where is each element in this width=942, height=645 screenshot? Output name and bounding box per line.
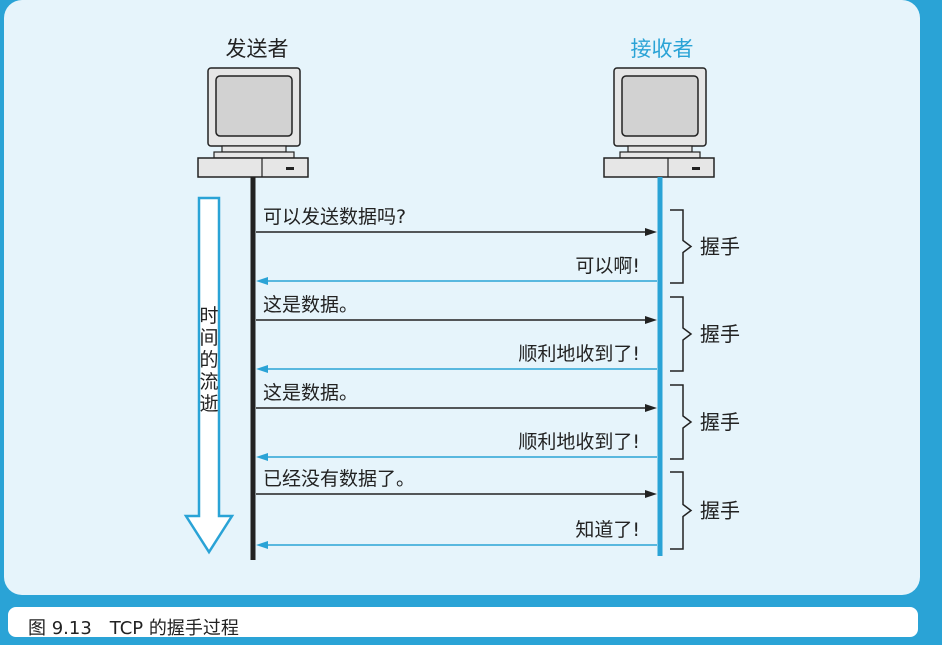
receiver-label: 接收者 xyxy=(631,37,694,61)
message-arrow: 已经没有数据了。 xyxy=(256,468,657,498)
arrowhead-right-icon xyxy=(645,228,657,236)
handshake-bracket: 握手 xyxy=(670,296,740,372)
sender-label: 发送者 xyxy=(226,37,289,61)
message-label: 可以发送数据吗? xyxy=(263,206,406,228)
message-label: 这是数据。 xyxy=(263,382,358,404)
receiver-computer-icon xyxy=(603,67,715,178)
brace-icon xyxy=(670,296,693,372)
sender-computer-icon xyxy=(197,67,309,178)
arrowhead-right-icon xyxy=(645,316,657,324)
brace-icon xyxy=(670,384,693,460)
brace-icon xyxy=(670,209,693,284)
message-arrow: 这是数据。 xyxy=(256,294,657,324)
handshake-bracket: 握手 xyxy=(670,471,740,550)
message-arrow: 顺利地收到了! xyxy=(256,431,657,461)
message-arrow: 可以发送数据吗? xyxy=(256,206,657,236)
message-label: 顺利地收到了! xyxy=(518,343,640,365)
time-label-char: 的 xyxy=(199,349,218,371)
time-label-char: 逝 xyxy=(199,393,218,415)
handshake-label: 握手 xyxy=(700,499,740,523)
message-label: 知道了! xyxy=(575,519,640,541)
arrowhead-right-icon xyxy=(645,404,657,412)
caption-bar: 图 9.13 TCP 的握手过程 xyxy=(6,605,920,639)
message-label: 顺利地收到了! xyxy=(518,431,640,453)
message-list: 可以发送数据吗?可以啊!这是数据。顺利地收到了!这是数据。顺利地收到了!已经没有… xyxy=(256,206,657,549)
message-label: 可以啊! xyxy=(575,255,640,277)
time-label-char: 间 xyxy=(199,327,218,349)
arrowhead-left-icon xyxy=(256,277,268,285)
diagram-panel xyxy=(4,0,920,595)
arrowhead-left-icon xyxy=(256,541,268,549)
time-flow-arrow-icon xyxy=(183,196,235,555)
arrowhead-left-icon xyxy=(256,453,268,461)
handshake-bracket: 握手 xyxy=(670,384,740,460)
brace-icon xyxy=(670,471,693,550)
handshake-label: 握手 xyxy=(700,410,740,434)
arrowhead-left-icon xyxy=(256,365,268,373)
message-label: 这是数据。 xyxy=(263,294,358,316)
arrowhead-right-icon xyxy=(645,490,657,498)
message-arrow: 这是数据。 xyxy=(256,382,657,412)
message-label: 已经没有数据了。 xyxy=(263,468,415,490)
handshake-label: 握手 xyxy=(700,322,740,346)
message-arrow: 可以啊! xyxy=(256,255,657,285)
figure-caption: 图 9.13 TCP 的握手过程 xyxy=(28,618,239,639)
handshake-bracket: 握手 xyxy=(670,209,740,284)
handshake-label: 握手 xyxy=(700,235,740,259)
message-arrow: 知道了! xyxy=(256,519,657,549)
time-label-char: 时 xyxy=(199,305,218,327)
time-label-char: 流 xyxy=(199,371,218,393)
message-arrow: 顺利地收到了! xyxy=(256,343,657,373)
